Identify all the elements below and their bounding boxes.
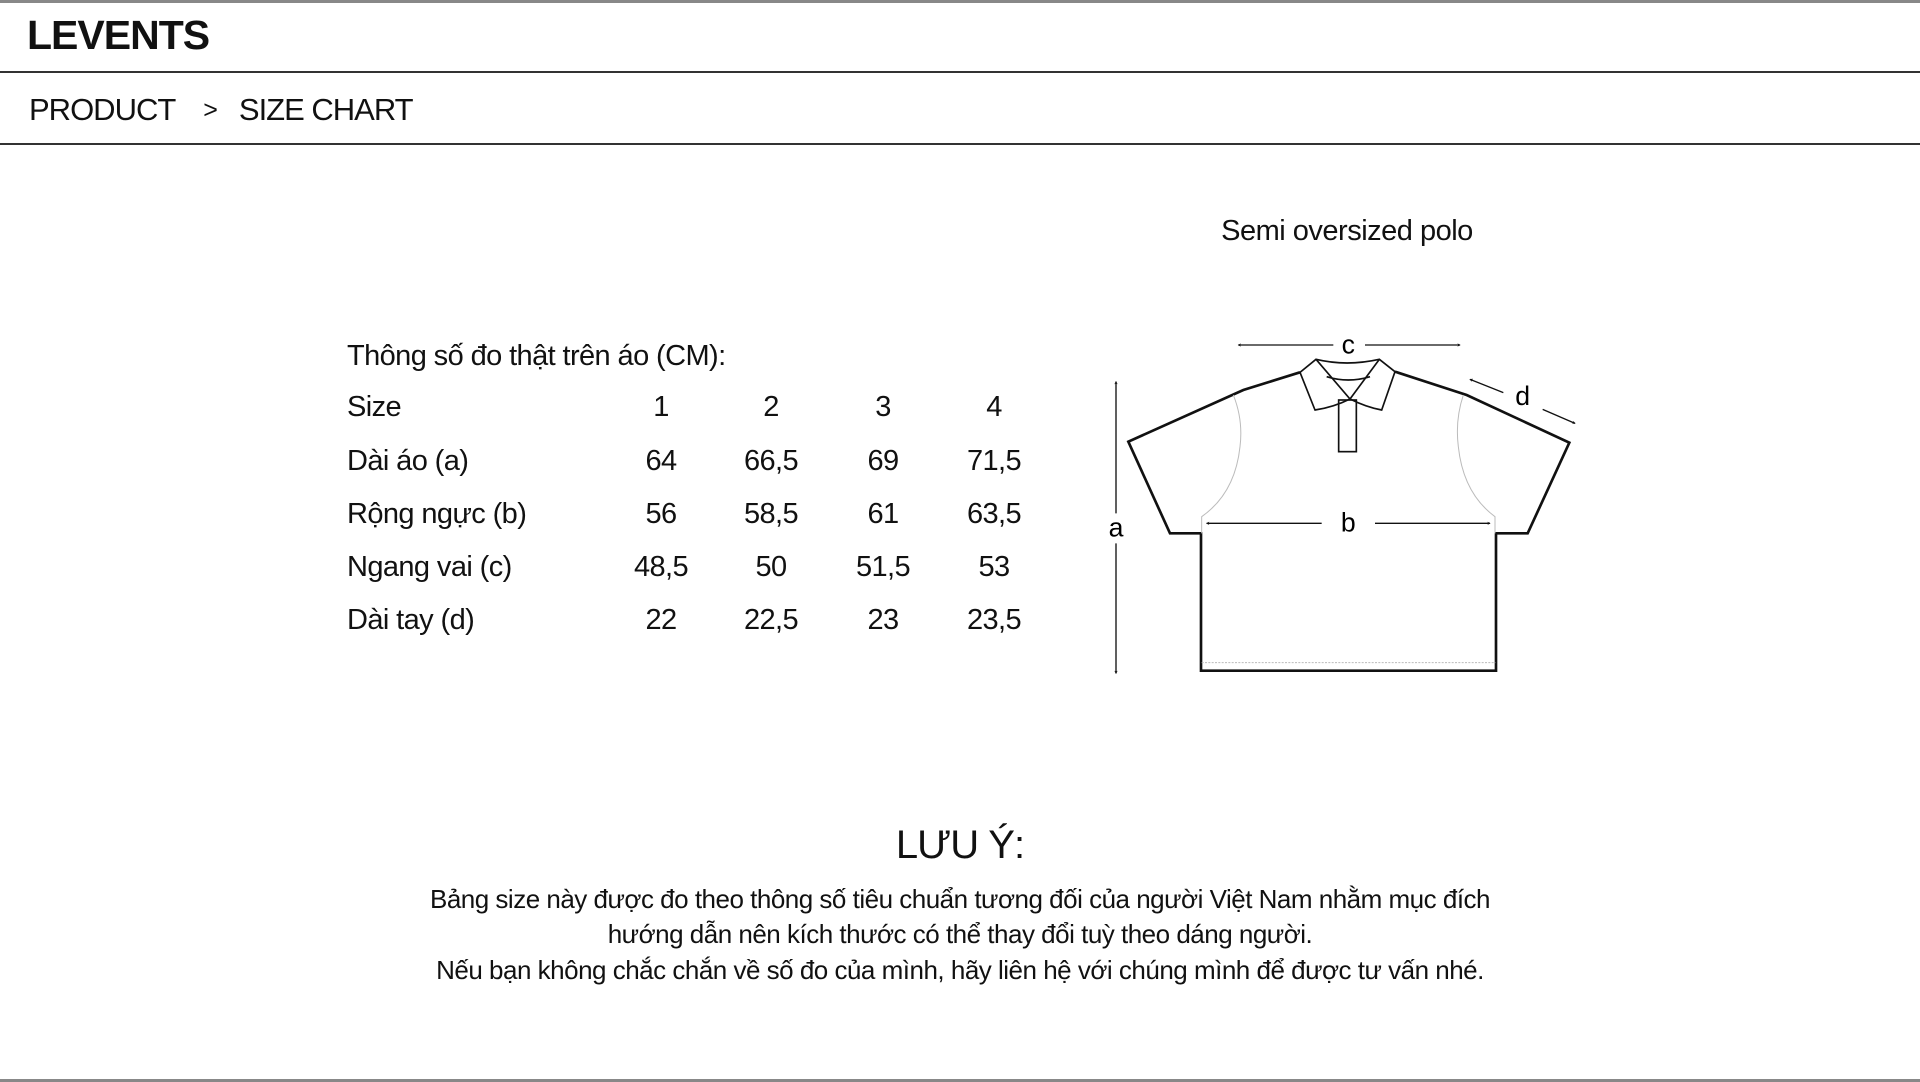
arrow-d-up [1469,378,1504,394]
label-b: b [1341,508,1356,538]
brand-logo[interactable]: LEVENTS [27,12,210,58]
shirt-outline [1126,370,1572,672]
cell: 71,5 [966,445,1022,477]
cell: 69 [867,445,899,477]
size-1: 1 [653,391,669,423]
note-title: LƯU Ý: [895,823,1025,867]
product-title: Semi oversized polo [1221,215,1473,247]
breadcrumb-product[interactable]: PRODUCT [29,92,176,127]
row-label: Dài áo (a) [347,445,469,477]
cell: 51,5 [855,551,911,583]
size-4: 4 [986,391,1002,423]
cell: 22,5 [743,604,799,636]
cell: 48,5 [633,551,689,583]
cell: 58,5 [743,498,799,530]
breadcrumb-divider [0,143,1920,145]
table-caption: Thông số đo thật trên áo (CM): [347,340,726,372]
row-label: Dài tay (d) [347,604,475,636]
seam-lines [1201,394,1496,664]
measure-arrows [1114,343,1576,674]
cell: 53 [978,551,1010,583]
header-label: Size [347,391,402,423]
breadcrumb-separator: > [203,96,218,124]
row-label: Rộng ngực (b) [347,498,527,530]
top-border [0,0,1920,3]
collar [1298,358,1396,453]
header-divider [0,71,1920,73]
cell: 63,5 [966,498,1022,530]
bottom-border [0,1079,1920,1082]
cell: 23 [867,604,899,636]
breadcrumb: PRODUCT > SIZE CHART [29,92,414,128]
cell: 61 [867,498,899,530]
label-a: a [1109,513,1124,543]
cell: 56 [645,498,677,530]
cell: 23,5 [966,604,1022,636]
note-line: Bảng size này được đo theo thông số tiêu… [429,884,1491,914]
polo-shirt-diagram: a c b d [1109,329,1576,674]
arrow-d-down [1542,408,1576,424]
breadcrumb-size-chart: SIZE CHART [238,92,414,127]
label-d: d [1515,381,1530,411]
note-line: hướng dẫn nên kích thước có thể thay đổi… [607,919,1313,949]
note-line: Nếu bạn không chắc chắn về số đo của mìn… [436,955,1484,985]
cell: 22 [645,604,677,636]
cell: 64 [645,445,677,477]
cell: 50 [755,551,787,583]
cell: 66,5 [743,445,799,477]
size-3: 3 [875,391,891,423]
size-2: 2 [763,391,779,423]
row-label: Ngang vai (c) [347,551,512,583]
label-c: c [1342,329,1355,359]
